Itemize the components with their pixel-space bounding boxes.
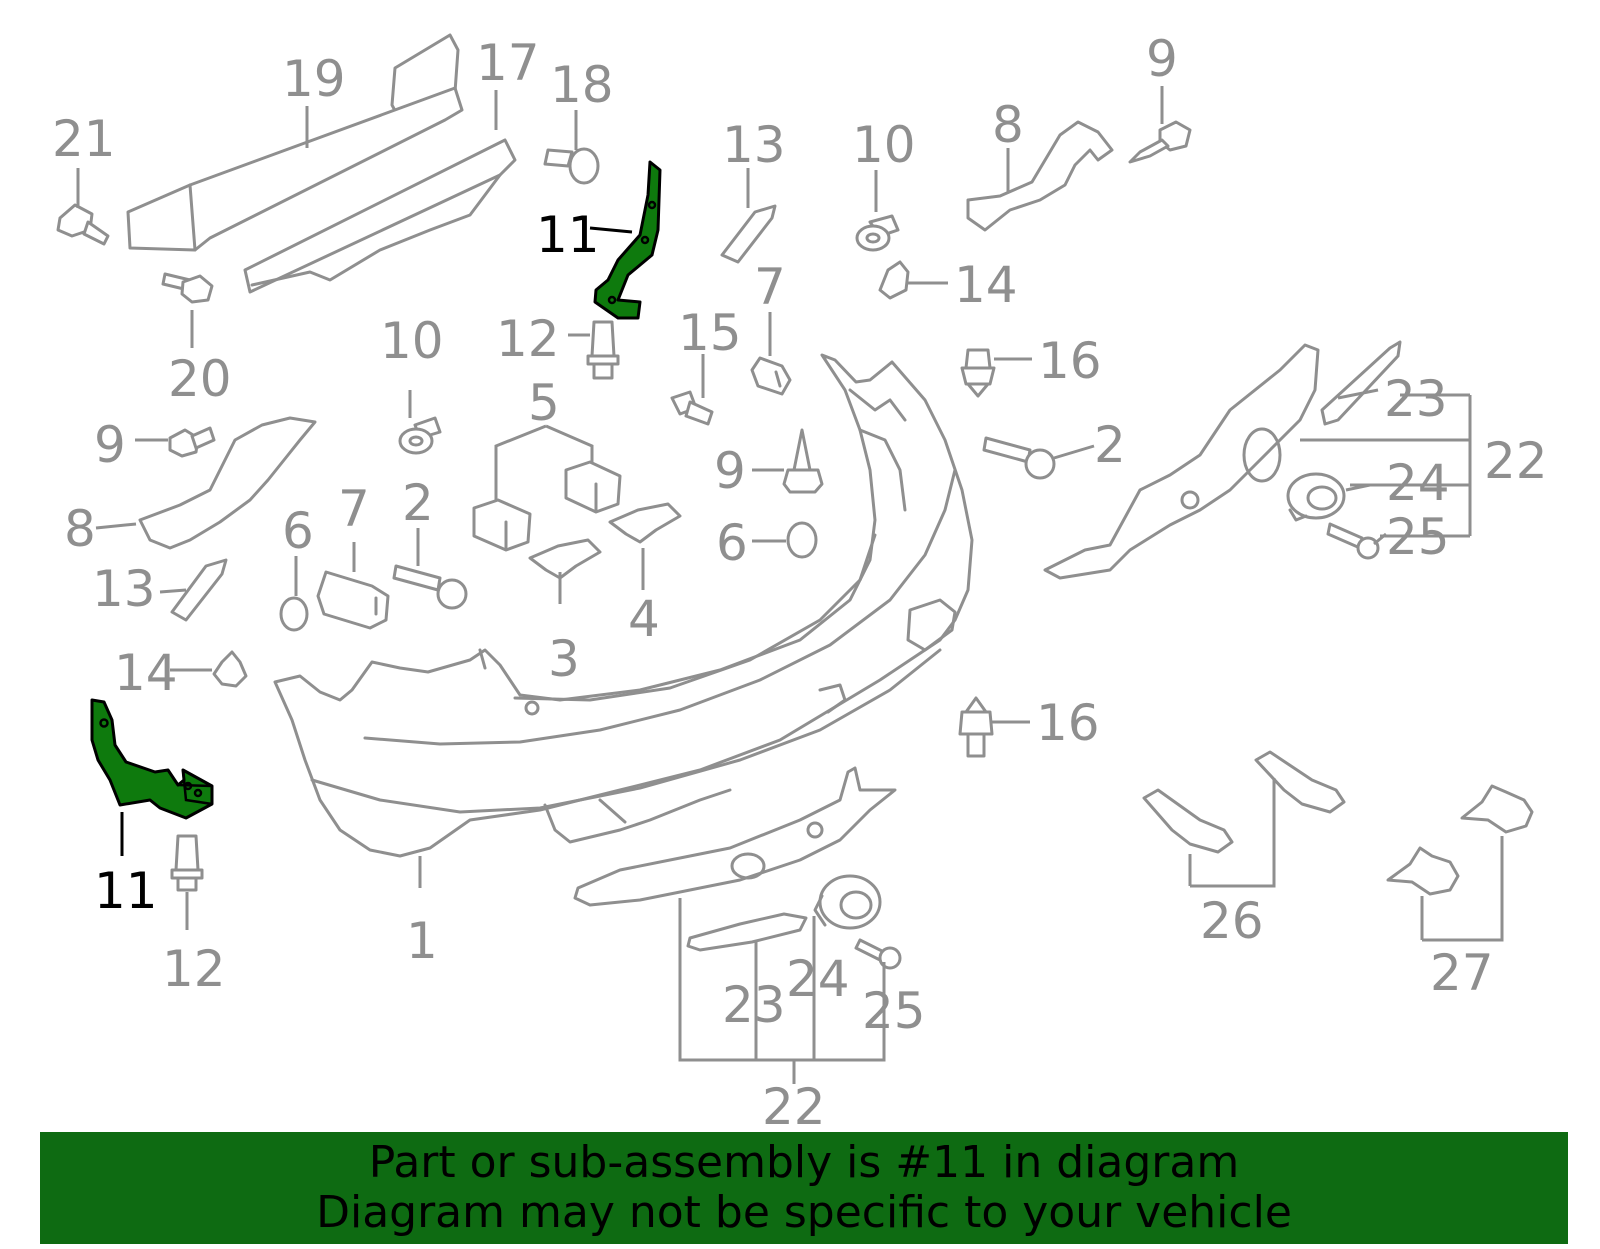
callout-22-lower: 22 <box>762 1078 826 1136</box>
part-13-clip-upper <box>720 204 777 264</box>
callout-26: 26 <box>1200 892 1264 950</box>
part-27-lamp-b <box>1460 784 1534 834</box>
part-14-clip-upper <box>878 260 910 300</box>
callout-7-center: 7 <box>754 258 786 316</box>
part-21-bolt <box>56 203 110 246</box>
part-8-bracket-left <box>138 416 317 550</box>
part-25-screw-lower <box>854 938 902 970</box>
part-6-grommet-center <box>786 521 818 559</box>
part-5-bracket-a <box>472 498 532 552</box>
callout-17: 17 <box>476 34 540 92</box>
part-22-valance-lower <box>573 766 897 907</box>
callout-9-left: 9 <box>94 416 126 474</box>
part-19-reinforcement <box>126 33 464 252</box>
part-15-fastener <box>670 390 714 426</box>
callout-12-left: 12 <box>162 940 226 998</box>
part-3-retainer <box>528 538 602 580</box>
part-16-clip-lower <box>958 696 994 758</box>
callout-13-upper: 13 <box>722 116 786 174</box>
part-24-fog-right <box>1286 472 1346 522</box>
part-10-retainer-upper <box>855 214 900 252</box>
callout-2-left: 2 <box>402 474 434 532</box>
part-9-screw-upper <box>1128 120 1192 164</box>
callout-16-lower: 16 <box>1036 694 1100 752</box>
leader-lines <box>76 86 1504 1084</box>
callout-25-right: 25 <box>1386 508 1450 566</box>
callout-7-left: 7 <box>338 480 370 538</box>
part-11-bracket-lower <box>90 698 214 820</box>
callout-19: 19 <box>282 50 346 108</box>
part-7-sensor-left <box>316 570 390 630</box>
part-20-bolt <box>161 272 214 304</box>
part-26-bracket-b <box>1254 750 1346 814</box>
part-9-screw-center <box>782 428 824 494</box>
callout-24-right: 24 <box>1386 454 1450 512</box>
part-9-screw-left <box>168 426 216 458</box>
callout-2-right: 2 <box>1094 416 1126 474</box>
callout-1: 1 <box>406 912 438 970</box>
part-26-bracket-a <box>1142 788 1234 854</box>
callout-23-lower: 23 <box>722 976 786 1034</box>
callout-8-left: 8 <box>64 500 96 558</box>
part-14-clip-left <box>212 650 248 688</box>
part-6-grommet-left <box>279 596 309 632</box>
callout-14-upper: 14 <box>954 256 1018 314</box>
callout-23-right: 23 <box>1384 370 1448 428</box>
part-2-screw-left <box>392 564 468 610</box>
banner-line-1: Part or sub-assembly is #11 in diagram <box>368 1137 1240 1188</box>
callout-10-left: 10 <box>380 312 444 370</box>
part-27-lamp-a <box>1386 846 1460 896</box>
part-2-screw-right <box>982 436 1056 480</box>
part-13-clip-left <box>170 558 228 622</box>
info-banner: Part or sub-assembly is #11 in diagram D… <box>40 1132 1568 1244</box>
callout-20: 20 <box>168 350 232 408</box>
part-12-pin-upper <box>586 320 620 380</box>
part-10-retainer-left <box>398 416 442 455</box>
callout-27: 27 <box>1430 944 1494 1002</box>
part-25-screw-right <box>1326 522 1380 560</box>
callout-21: 21 <box>52 110 116 168</box>
callout-16-upper: 16 <box>1038 332 1102 390</box>
banner-line-2: Diagram may not be specific to your vehi… <box>316 1187 1292 1238</box>
part-23-reflector-lower <box>686 912 808 952</box>
part-24-fog-lower <box>813 874 882 930</box>
part-22-valance-right <box>1043 343 1320 580</box>
part-23-reflector-right <box>1320 340 1402 426</box>
part-5-bracket-b <box>564 460 622 514</box>
callout-6-left: 6 <box>282 502 314 560</box>
callout-24-lower: 24 <box>786 950 850 1008</box>
part-8-bracket-right <box>966 120 1114 232</box>
callout-9-center: 9 <box>714 442 746 500</box>
callout-25-lower: 25 <box>862 982 926 1040</box>
callout-13-left: 13 <box>92 560 156 618</box>
part-7-sensor-center <box>750 356 792 396</box>
part-18-plug <box>543 147 600 185</box>
callout-11-lower: 11 <box>94 862 158 920</box>
callout-11-upper: 11 <box>536 206 600 264</box>
callout-18: 18 <box>550 56 614 114</box>
callout-22-right: 22 <box>1484 432 1548 490</box>
callout-14-left: 14 <box>114 644 178 702</box>
callout-5: 5 <box>528 374 560 432</box>
callout-3: 3 <box>548 630 580 688</box>
callout-10-upper: 10 <box>852 116 916 174</box>
part-17-absorber <box>243 138 517 294</box>
part-11-bracket-upper <box>593 160 662 320</box>
callout-15: 15 <box>678 304 742 362</box>
callout-6-center: 6 <box>716 514 748 572</box>
part-1-bumper-cover <box>273 353 974 858</box>
part-16-clip-upper <box>960 348 996 398</box>
callout-4: 4 <box>628 590 660 648</box>
callout-9-upper: 9 <box>1146 30 1178 88</box>
callout-8-upper: 8 <box>992 96 1024 154</box>
part-12-pin-left <box>170 834 204 892</box>
callout-12-upper: 12 <box>496 310 560 368</box>
part-4-retainer <box>608 502 682 544</box>
callout-numbers: 19 17 18 21 13 10 8 9 11 14 7 12 15 20 1… <box>52 30 1548 1136</box>
